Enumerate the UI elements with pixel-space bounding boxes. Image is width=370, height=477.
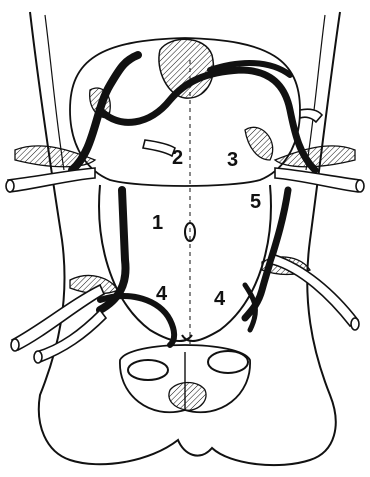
label-4-right: 4 <box>214 289 225 309</box>
label-5: 5 <box>250 192 261 212</box>
hatched-organ-bottom <box>169 383 206 411</box>
label-3: 3 <box>227 150 238 170</box>
side-muscles <box>15 88 355 293</box>
label-1: 1 <box>152 213 163 233</box>
label-4-left: 4 <box>156 284 167 304</box>
lower-vessels <box>100 190 288 345</box>
label-2: 2 <box>172 148 183 168</box>
